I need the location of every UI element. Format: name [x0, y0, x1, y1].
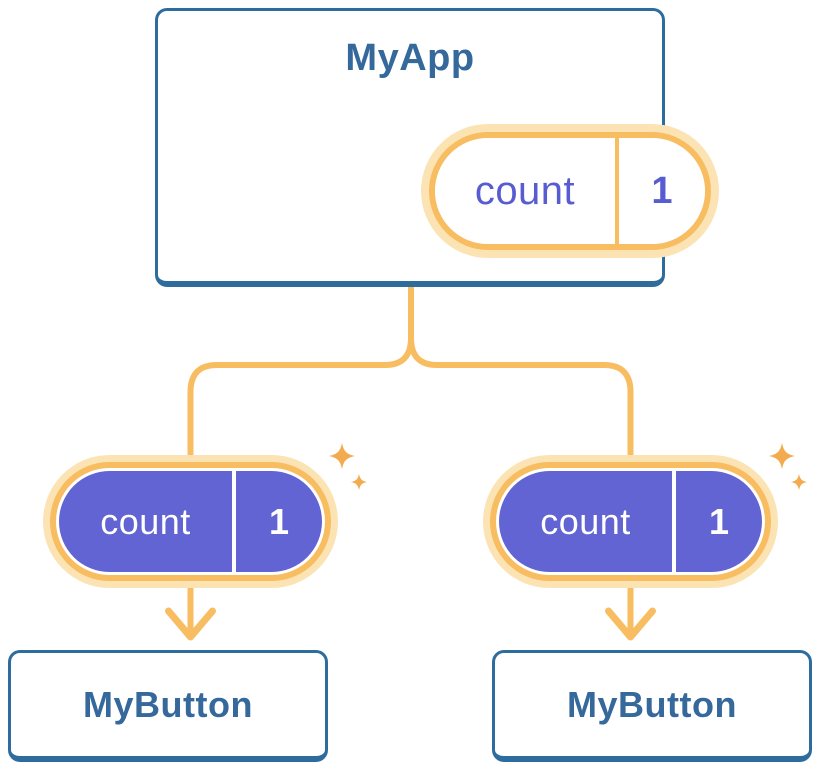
root-component-card: MyApp count 1 [155, 8, 719, 287]
state-value: 1 [708, 500, 730, 542]
state-name: count [540, 500, 631, 542]
state-pill-ring: count 1 [490, 462, 771, 581]
state-pill-root: count 1 [421, 124, 719, 258]
state-value: 1 [651, 169, 673, 212]
state-pill-child-right: count 1 [483, 455, 778, 588]
state-pill-ring: count 1 [50, 462, 331, 581]
state-pill-ring: count 1 [429, 132, 711, 250]
sparkle-icon [769, 443, 808, 491]
child-component-card-right: MyButton [492, 650, 812, 762]
component-title: MyApp [345, 37, 475, 79]
pill-divider [615, 138, 619, 244]
connector-right-branch [408, 284, 634, 633]
arrowhead-right [605, 607, 656, 641]
state-value: 1 [268, 500, 290, 542]
arrowhead-left [165, 607, 216, 641]
state-name: count [474, 168, 576, 213]
child-component-card-left: MyButton [8, 650, 328, 762]
state-pill-child-left: count 1 [43, 455, 338, 588]
state-name: count [100, 500, 191, 542]
pill-divider [672, 471, 676, 572]
pill-divider [232, 471, 236, 572]
sparkle-icon [329, 443, 368, 491]
